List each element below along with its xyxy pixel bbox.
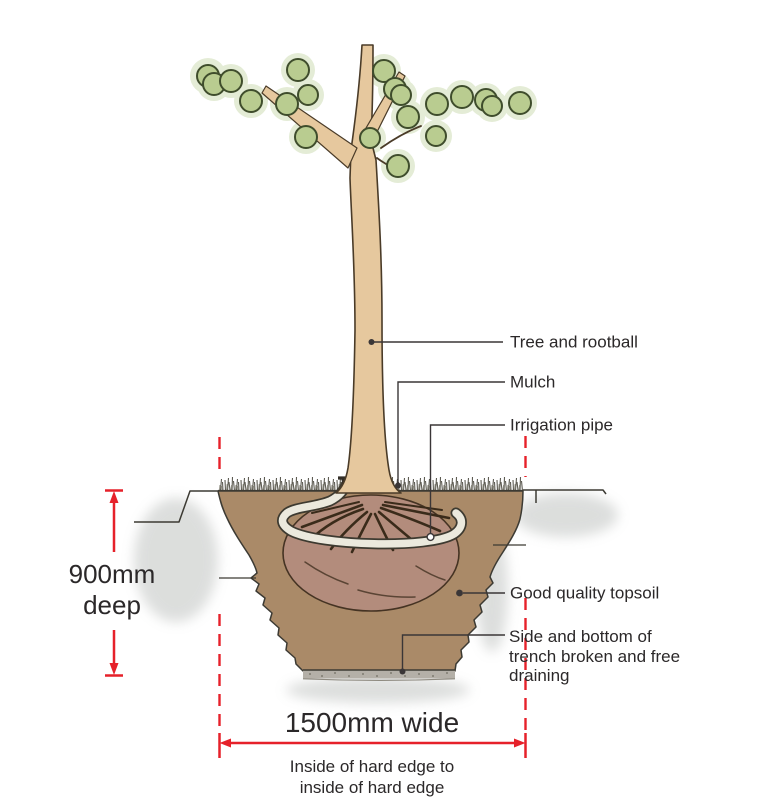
tree [190,44,537,494]
width-end-ticks [218,733,527,758]
gravel-band [302,669,456,681]
label-mulch: Mulch [510,372,556,392]
dimension-width-label: 1500mm wide [284,707,460,738]
leader-mulch [397,381,505,484]
rootball-cracks [304,561,446,598]
leader-dots [368,339,463,675]
dimension-depth-label: 900mm deep [68,559,156,620]
label-tree-and-rootball: Tree and rootball [510,332,638,352]
label-trench-note: Side and bottom of trench broken and fre… [509,627,681,685]
leader-trench-note [401,634,505,669]
pipe-marker-circle [426,532,435,542]
leader-lines [368,339,505,675]
hard-edge-left [134,490,218,523]
label-irrigation-pipe: Irrigation pipe [510,415,614,435]
dimension-width-note: Inside of hard edge to inside of hard ed… [289,757,455,797]
leaves [196,58,532,178]
hard-edge-profiles [134,489,607,579]
depth-end-bars [105,489,123,677]
leader-irrigation [429,424,505,533]
rootball [282,494,460,612]
hard-edge-right [523,489,607,495]
dimension-arrowheads [109,491,526,748]
label-good-quality-topsoil: Good quality topsoil [510,583,660,603]
soft-shadows [134,493,618,703]
dimension-lines [105,436,527,758]
trunk [335,44,402,494]
